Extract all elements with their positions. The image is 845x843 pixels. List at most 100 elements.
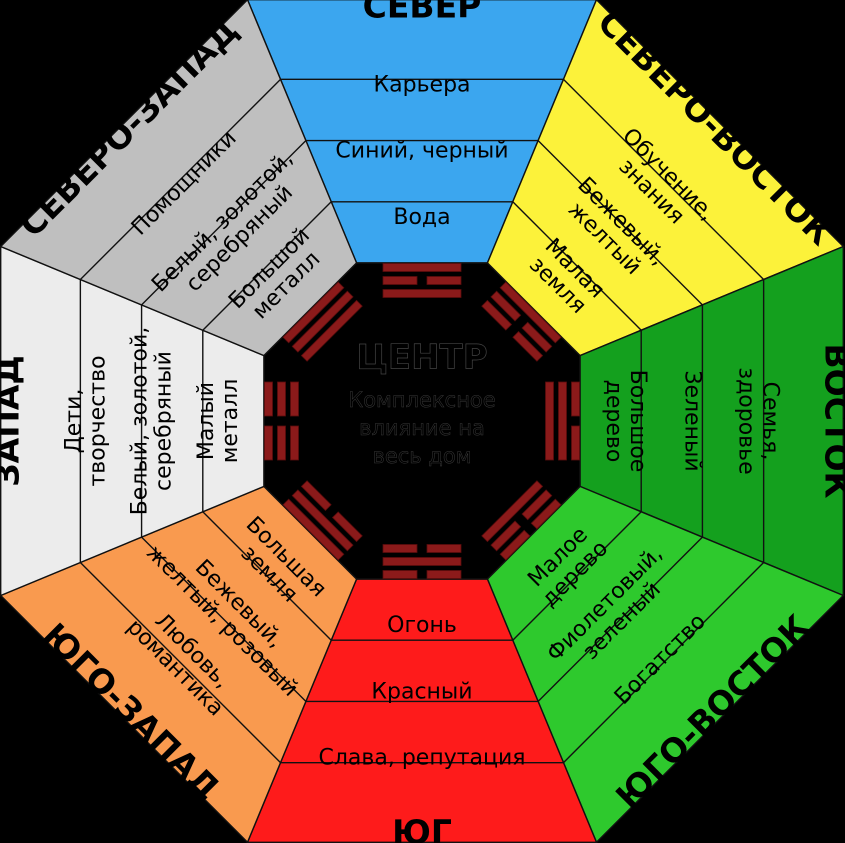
sector-west-row-1: Дети,творчество	[61, 355, 110, 486]
sector-south-row-2-line-1: Красный	[371, 679, 472, 704]
sector-east-row-3-line-1: Большое	[625, 370, 650, 473]
trigram-west-line-1-right	[264, 381, 273, 417]
sector-west-row-2-line-2: серебряный	[152, 351, 177, 491]
trigram-northeast-line-3-left	[481, 299, 513, 331]
sector-southeast-divider	[563, 562, 765, 764]
sector-west-row-1-line-1: Дети,	[61, 389, 86, 454]
trigram-west-line-2-right	[277, 381, 286, 417]
trigram-west-line-3-right	[290, 381, 299, 417]
trigram-east-line-1-left	[571, 381, 580, 417]
sector-north-row-3-line-1: Вода	[393, 205, 450, 230]
sector-southwest-divider	[141, 536, 307, 702]
trigram-east-line-3	[545, 381, 554, 461]
trigram-west-line-2-left	[277, 425, 286, 461]
sector-east-row-1: Семья,здоровье	[734, 367, 783, 474]
sector-south-row-2: Красный	[371, 679, 472, 704]
trigram-southeast-line-3	[481, 480, 544, 543]
sector-north-row-1-line-1: Карьера	[373, 72, 470, 97]
sector-southeast-divider	[537, 536, 703, 702]
trigram-northwest-line-2	[291, 290, 354, 353]
trigram-south-line-3-right	[382, 544, 418, 553]
sector-southwest-divider	[79, 562, 281, 764]
sector-northeast-divider	[563, 78, 765, 280]
center-octagon-shape	[263, 262, 581, 580]
sector-west-row-1-line-2: творчество	[85, 355, 110, 486]
sector-north-row-2-line-1: Синий, черный	[335, 139, 508, 164]
sector-east-row-3-line-2: дерево	[601, 380, 626, 463]
trigram-north-line-2-left	[382, 276, 418, 285]
center-octagon: ЦЕНТР Комплексное влияние на весь дом	[263, 262, 581, 580]
trigram-northwest-line-3	[300, 299, 363, 362]
sector-southwest: ЮГО-ЗАПАДЛюбовь,романтикаБежевый,желтый,…	[0, 485, 358, 843]
sector-north-row-3: Вода	[393, 205, 450, 230]
trigram-southeast-line-1-right	[499, 529, 531, 561]
sector-south-row-3-line-1: Огонь	[387, 613, 457, 638]
sector-west-row-3-line-2: металл	[218, 379, 243, 464]
sector-northwest-divider	[202, 201, 332, 331]
sector-east-row-1-line-2: здоровье	[734, 367, 759, 474]
trigram-southeast-line-2-left	[521, 489, 553, 521]
sector-south-row-1: Слава, репутация	[318, 746, 525, 771]
trigram-east-line-2	[558, 381, 567, 461]
trigram-north	[382, 263, 462, 298]
trigram-north-line-3	[382, 289, 462, 298]
trigram-north-line-1	[382, 263, 462, 272]
sector-west-row-3: Малыйметалл	[194, 379, 243, 464]
sector-north-title: СЕВЕР	[363, 0, 482, 26]
sector-west-row-2: Белый, золотой,серебряный	[128, 327, 177, 516]
sector-south: ЮГ Слава, репутация Красный Огонь	[246, 578, 598, 843]
trigram-southwest-line-2	[291, 489, 354, 552]
sector-west: ЗАПАД Дети,творчество Белый, золотой,сереб…	[0, 245, 265, 597]
trigrams-layer	[264, 263, 580, 579]
sector-south-title: ЮГ	[392, 812, 452, 843]
center-description-line-3: весь дом	[372, 444, 471, 468]
trigram-northeast-line-3-right	[512, 330, 544, 362]
sector-east-row-1-line-1: Семья,	[758, 382, 783, 461]
trigram-north-line-2-right	[426, 276, 462, 285]
sector-north-row-1: Карьера	[373, 72, 470, 97]
trigram-northwest	[282, 281, 363, 362]
sector-west-row-3-line-1: Малый	[194, 382, 219, 460]
trigram-northeast	[481, 281, 562, 362]
center-description-line-2: влияние на	[359, 416, 485, 440]
sector-southeast-divider	[512, 511, 642, 641]
trigram-west-line-1-left	[264, 425, 273, 461]
sector-southwest-divider	[202, 511, 332, 641]
trigram-northeast-line-2-right	[521, 321, 553, 353]
trigram-northeast-line-2-left	[490, 290, 522, 322]
trigram-south-line-2	[382, 557, 462, 566]
trigram-southwest-line-3-left	[331, 511, 363, 543]
sector-east-row-2-line-1: Зеленый	[679, 370, 704, 471]
trigram-south-line-1-right	[382, 570, 418, 579]
trigram-northwest-line-1	[282, 281, 345, 344]
sector-northwest-divider	[141, 140, 307, 306]
trigram-southeast-line-1-left	[530, 498, 562, 530]
trigram-east	[545, 381, 580, 461]
sector-west-title: ЗАПАД	[0, 355, 27, 487]
trigram-southwest	[282, 480, 363, 561]
sector-east-row-2: Зеленый	[679, 370, 704, 471]
trigram-west-line-3-left	[290, 425, 299, 461]
trigram-southwest-line-3-right	[300, 480, 332, 512]
trigram-southwest-line-1	[282, 498, 345, 561]
trigram-south	[382, 544, 462, 579]
sector-south-row-3: Огонь	[387, 613, 457, 638]
trigram-southeast	[481, 480, 562, 561]
trigram-south-line-3-left	[426, 544, 462, 553]
trigram-west	[264, 381, 299, 461]
sector-east-row-3: Большоедерево	[601, 370, 650, 473]
sector-south-row-1-line-1: Слава, репутация	[318, 746, 525, 771]
sector-north-row-2: Синий, черный	[335, 139, 508, 164]
trigram-south-line-1-left	[426, 570, 462, 579]
trigram-southeast-line-2-right	[490, 520, 522, 552]
center-description-line-1: Комплексное	[348, 388, 495, 412]
center-title: ЦЕНТР	[356, 338, 487, 378]
trigram-east-line-1-right	[571, 425, 580, 461]
sector-northeast-divider	[512, 201, 642, 331]
sector-northeast-divider	[537, 140, 703, 306]
sector-west-row-2-line-1: Белый, золотой,	[128, 327, 153, 516]
